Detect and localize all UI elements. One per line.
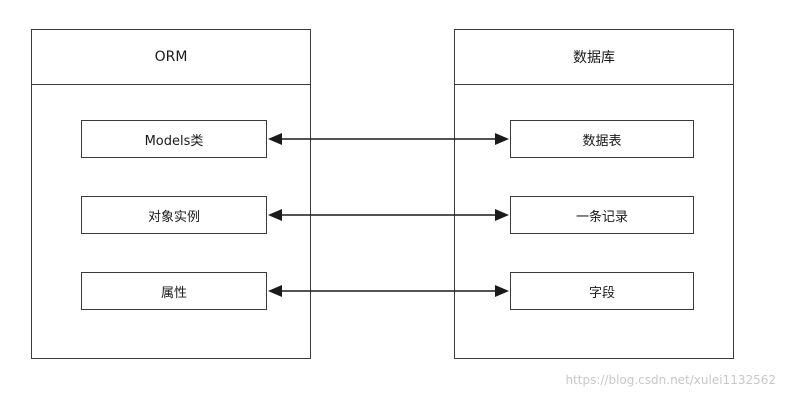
orm-panel-title: ORM (32, 30, 310, 85)
watermark-url: https://blog.csdn.net/xulei1132562 (565, 373, 776, 387)
database-panel-title: 数据库 (455, 30, 733, 85)
db-item-field: 字段 (510, 272, 694, 310)
orm-item-attribute: 属性 (81, 272, 267, 310)
db-item-record: 一条记录 (510, 196, 694, 234)
orm-item-models-class: Models类 (81, 120, 267, 158)
orm-item-object-instance: 对象实例 (81, 196, 267, 234)
db-item-table: 数据表 (510, 120, 694, 158)
